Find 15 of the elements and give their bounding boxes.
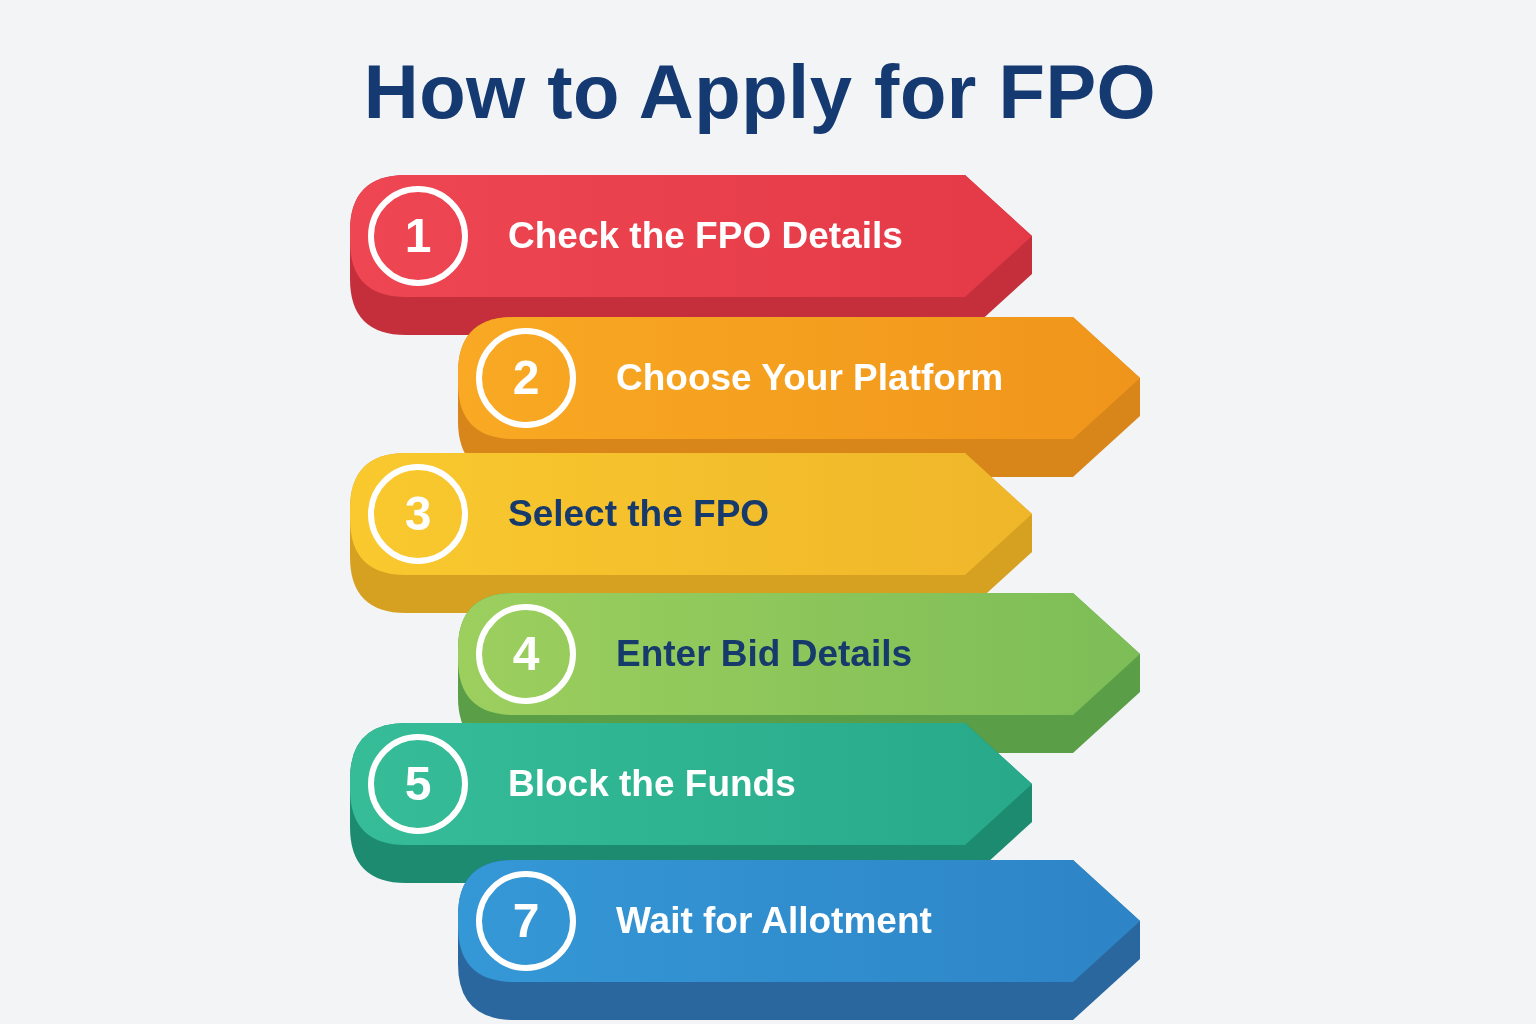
step-number-circle: 2 [476, 328, 576, 428]
step-number-circle: 4 [476, 604, 576, 704]
step-label: Select the FPO [508, 492, 770, 536]
step-label: Choose Your Platform [616, 356, 1004, 400]
step-label: Wait for Allotment [616, 899, 932, 943]
step-label: Check the FPO Details [508, 214, 903, 258]
step-number-circle: 7 [476, 871, 576, 971]
step-label: Enter Bid Details [616, 632, 913, 676]
diagram-title: How to Apply for FPO [363, 50, 1157, 134]
step-arrow-banner [350, 175, 1032, 335]
step-arrow-banner [458, 860, 1140, 1020]
step-label: Block the Funds [508, 762, 796, 806]
step-number-circle: 5 [368, 734, 468, 834]
step-number-circle: 3 [368, 464, 468, 564]
step-number-circle: 1 [368, 186, 468, 286]
